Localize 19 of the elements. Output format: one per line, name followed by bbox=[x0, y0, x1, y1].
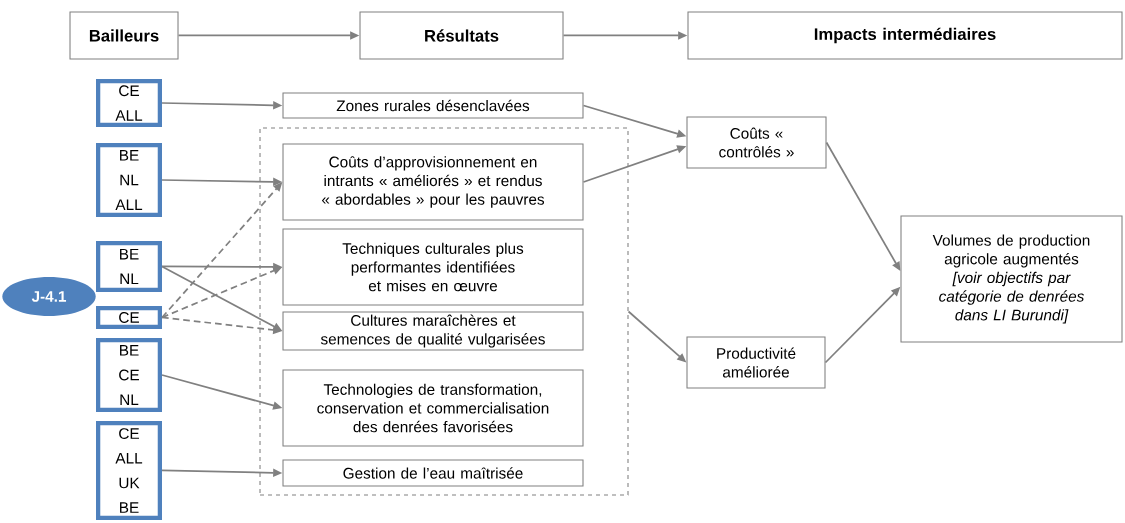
donor-box: BE NL ALL bbox=[96, 143, 162, 217]
result-box: Techniques culturales plus performantes identifiées et mises en œuvre bbox=[282, 228, 584, 306]
result-box: Technologies de transformation, conservation et commercialisation des denrées favorisées bbox=[282, 369, 584, 447]
result-box: Zones rurales désenclavées bbox=[282, 92, 584, 119]
group-box bbox=[259, 127, 629, 496]
header-box: Impacts intermédiaires bbox=[687, 11, 1123, 60]
result-box: Coûts d’approvisionnement en intrants « améliorés » et rendus « abordables » pour les pauvres bbox=[282, 143, 584, 221]
donor-box: CE ALL UK BE bbox=[96, 421, 162, 520]
result-box: Volumes de production agricole augmentés [voir objectifs par catégorie de denrées dans LI Burundi] bbox=[900, 215, 1123, 343]
header-box: Bailleurs bbox=[69, 11, 179, 60]
donor-box: BE NL bbox=[96, 241, 162, 292]
donor-box: CE bbox=[96, 306, 162, 329]
donor-box: CE ALL bbox=[96, 79, 162, 127]
result-box: Coûts « contrôlés » bbox=[686, 116, 827, 169]
donor-box: BE CE NL bbox=[96, 338, 162, 412]
header-box: Résultats bbox=[359, 11, 564, 60]
result-box: Gestion de l’eau maîtrisée bbox=[282, 459, 584, 487]
result-box: Cultures maraîchères et semences de qualité vulgarisées bbox=[282, 311, 584, 351]
result-box: Productivité améliorée bbox=[686, 336, 826, 389]
